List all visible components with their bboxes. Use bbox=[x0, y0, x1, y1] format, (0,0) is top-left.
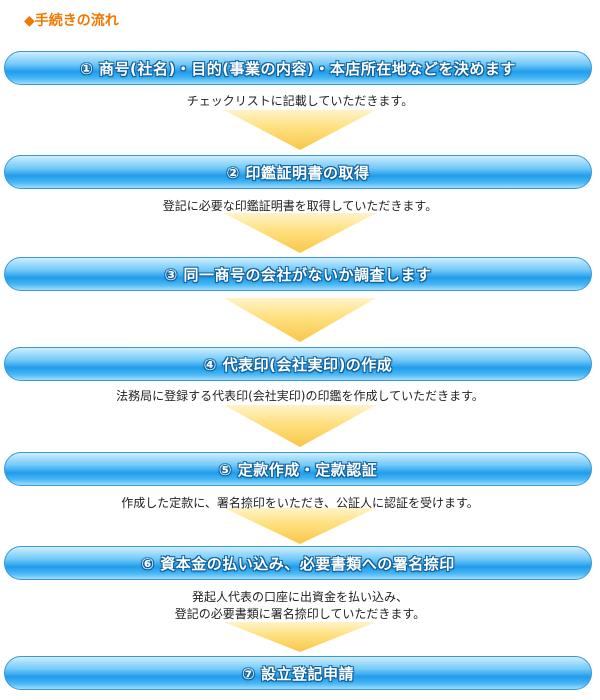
step-4-description: 法務局に登録する代表印(会社実印)の印鑑を作成していただきます。 bbox=[116, 389, 484, 403]
flow-arrow-4 bbox=[224, 405, 376, 447]
flow-arrow-1 bbox=[224, 110, 376, 150]
page-title: ◆手続きの流れ bbox=[24, 13, 119, 29]
step-3-bar: ③ 同一商号の会社がないか調査します bbox=[4, 257, 592, 291]
step-6-description-line-2: 登記の必要書類に署名捺印していただきます。 bbox=[174, 607, 426, 621]
step-4-bar: ④ 代表印(会社実印)の作成 bbox=[4, 347, 592, 381]
step-5-description: 作成した定款に、署名捺印をいただき、公証人に認証を受けます。 bbox=[121, 496, 479, 510]
step-3-label: ③ 同一商号の会社がないか調査します bbox=[164, 265, 432, 284]
step-1-description: チェックリストに記載していただきます。 bbox=[186, 94, 414, 108]
step-5-label: ⑤ 定款作成・定款認証 bbox=[218, 460, 378, 479]
step-1-bar: ① 商号(社名)・目的(事業の内容)・本店所在地などを決めます bbox=[4, 51, 592, 85]
step-2-label: ② 印鑑証明書の取得 bbox=[226, 163, 370, 182]
step-6-label: ⑥ 資本金の払い込み、必要書類への署名捺印 bbox=[141, 554, 455, 573]
step-4-label: ④ 代表印(会社実印)の作成 bbox=[203, 355, 393, 374]
step-6-bar: ⑥ 資本金の払い込み、必要書類への署名捺印 bbox=[4, 546, 592, 580]
step-2-description: 登記に必要な印鑑証明書を取得していただきます。 bbox=[162, 199, 438, 213]
step-5-bar: ⑤ 定款作成・定款認証 bbox=[4, 452, 592, 486]
step-7-label: ⑦ 設立登記申請 bbox=[242, 664, 354, 683]
flow-arrow-2 bbox=[224, 213, 376, 253]
flow-arrow-3 bbox=[224, 298, 376, 342]
step-2-bar: ② 印鑑証明書の取得 bbox=[4, 155, 592, 189]
flow-arrow-5 bbox=[224, 508, 376, 544]
step-7-bar: ⑦ 設立登記申請 bbox=[4, 656, 592, 690]
step-6-description-line-1: 発起人代表の口座に出資金を払い込み、 bbox=[191, 590, 408, 604]
flow-arrow-6 bbox=[224, 622, 376, 652]
step-1-label: ① 商号(社名)・目的(事業の内容)・本店所在地などを決めます bbox=[80, 59, 516, 78]
